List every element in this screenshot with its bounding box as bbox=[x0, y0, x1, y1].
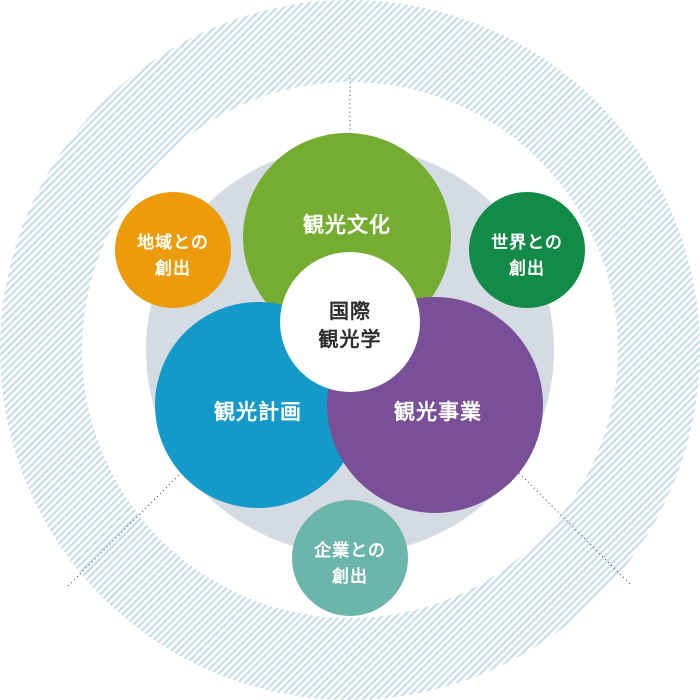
connector-lines bbox=[67, 78, 633, 587]
world-label-line2: 創出 bbox=[508, 258, 545, 279]
enterprise-label-line1: 企業との bbox=[313, 540, 386, 561]
world-label-line1: 世界との bbox=[491, 233, 563, 253]
world-circle bbox=[469, 192, 585, 308]
region-label-line1: 地域との bbox=[137, 232, 209, 253]
region-circle bbox=[115, 192, 231, 308]
center-title-line1: 国際 bbox=[329, 299, 371, 323]
culture-label: 観光文化 bbox=[303, 213, 391, 237]
center-title-line2: 観光学 bbox=[319, 327, 382, 351]
region-label-line2: 創出 bbox=[154, 258, 191, 279]
enterprise-label-line2: 創出 bbox=[331, 566, 368, 587]
enterprise-circle bbox=[292, 500, 408, 616]
planning-label: 観光計画 bbox=[214, 400, 302, 424]
business-label: 観光事業 bbox=[394, 400, 482, 424]
center-circle bbox=[280, 252, 420, 392]
